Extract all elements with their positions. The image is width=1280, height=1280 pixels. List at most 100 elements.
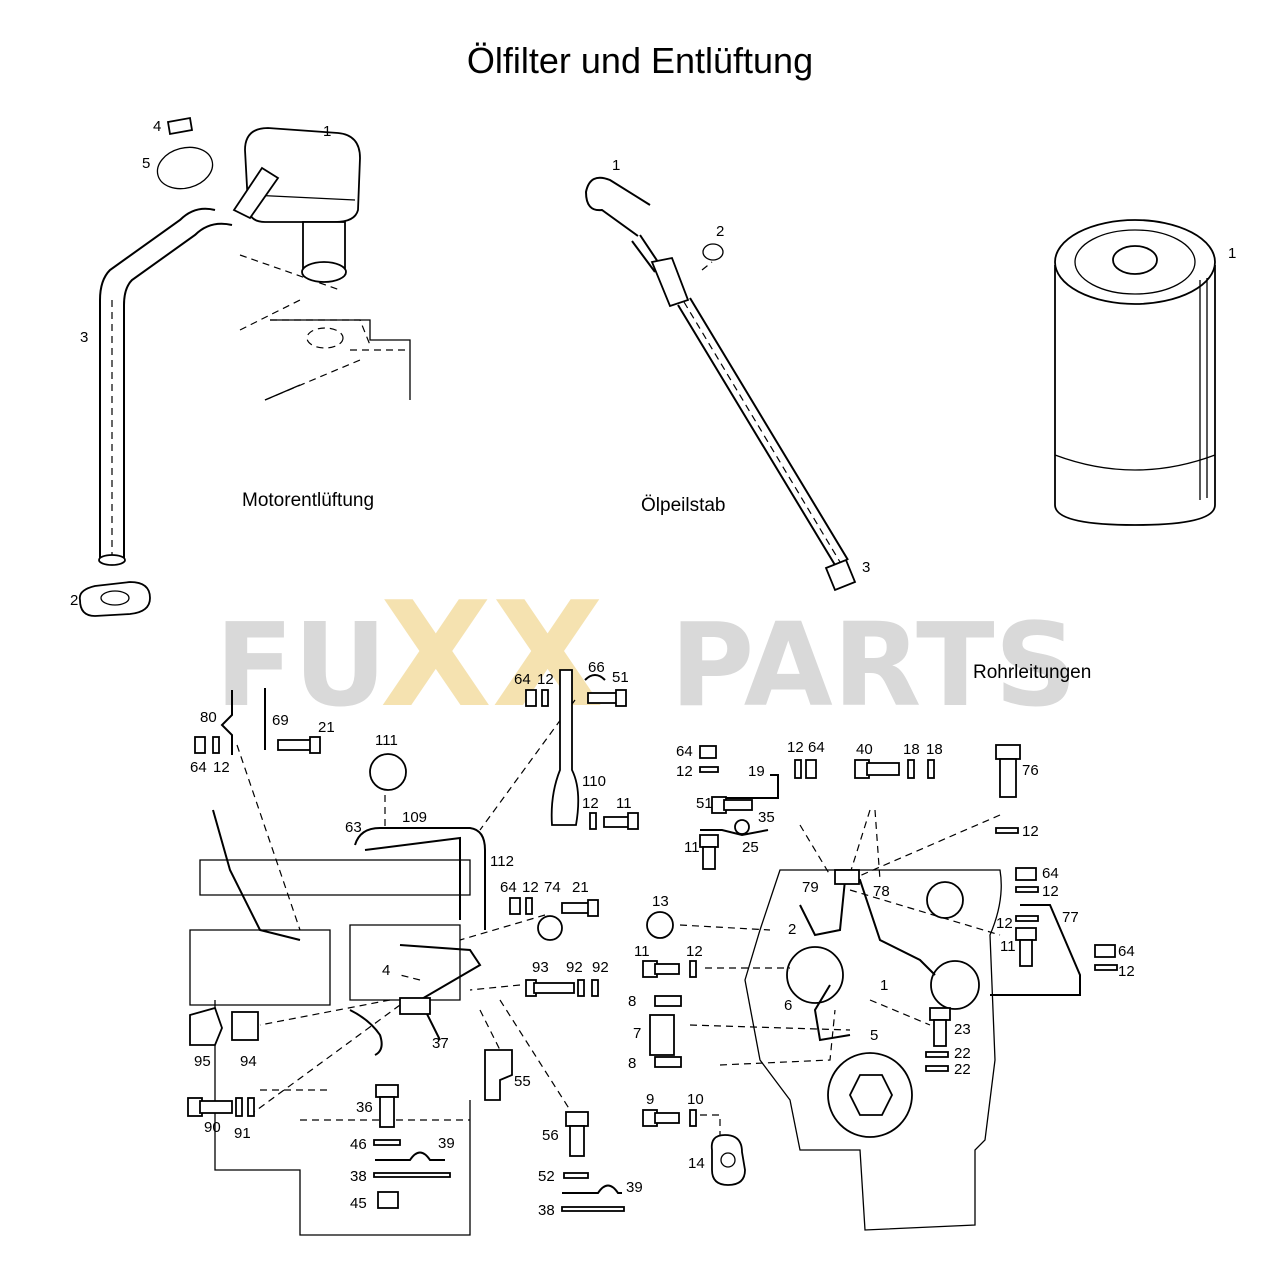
- part-13-ring: [646, 911, 674, 939]
- left-label-12d: 12: [522, 879, 539, 896]
- part-39-clip-b: [562, 1184, 622, 1194]
- hose-clamp: [156, 146, 214, 190]
- right-label-64b: 64: [808, 739, 825, 756]
- part-52-seal: [563, 1172, 589, 1179]
- part-39-clip: [375, 1151, 445, 1161]
- dipstick-tube: [677, 297, 849, 566]
- right-label-23: 23: [954, 1021, 971, 1038]
- front-cover-hex: [848, 1074, 894, 1116]
- part-11-bolt-r3: [654, 963, 680, 975]
- part-40-bolt: [866, 762, 900, 776]
- right-label-6: 6: [784, 997, 792, 1014]
- right-label-64c: 64: [1042, 865, 1059, 882]
- part-11-head-r2: [1015, 927, 1037, 941]
- pipe-19: [712, 774, 779, 799]
- part-12-washer-c: [589, 812, 597, 830]
- right-label-78: 78: [873, 883, 890, 900]
- right-label-18b: 18: [926, 741, 943, 758]
- left-label-111: 111: [375, 732, 398, 749]
- part-92-washer-a: [577, 979, 585, 997]
- filter-label-1: 1: [1228, 245, 1236, 262]
- breather-pipe-inner: [123, 222, 233, 560]
- left-label-4: 4: [382, 962, 390, 979]
- pipe-6: [813, 984, 851, 1042]
- part-64-nut-r2: [805, 759, 817, 779]
- right-label-64d: 64: [1118, 943, 1135, 960]
- left-label-55: 55: [514, 1073, 531, 1090]
- part-12-washer-r2: [794, 759, 802, 779]
- part-21-head-b: [587, 899, 599, 917]
- dipstick-label-1: 1: [612, 157, 620, 174]
- part-64-nut: [194, 736, 206, 754]
- part-74-ring: [537, 915, 563, 941]
- engine-port: [306, 327, 344, 349]
- motor-label-3: 3: [80, 329, 88, 346]
- left-label-95: 95: [194, 1053, 211, 1070]
- part-64-nut-r4: [1094, 944, 1116, 958]
- left-leader-lines: [236, 699, 576, 1116]
- right-label-10: 10: [687, 1091, 704, 1108]
- right-label-7: 7: [633, 1025, 641, 1042]
- left-label-63: 63: [345, 819, 362, 836]
- dipstick-oring: [702, 243, 724, 261]
- part-38-strip: [373, 1172, 451, 1178]
- right-label-12g: 12: [686, 943, 703, 960]
- part-12-washer-r6: [1094, 964, 1118, 971]
- right-label-18a: 18: [903, 741, 920, 758]
- part-11-head-r: [699, 834, 719, 848]
- section-label-rohrleitungen: Rohrleitungen: [973, 662, 1092, 683]
- section-label-oelpeilstab: Ölpeilstab: [641, 495, 726, 516]
- right-label-11b: 11: [1000, 938, 1016, 955]
- engine-front-cover: [744, 869, 1002, 1231]
- front-cover-cap: [926, 881, 964, 919]
- filter-body: [1054, 265, 1216, 526]
- left-label-39b: 39: [626, 1179, 643, 1196]
- dipstick-seal: [650, 256, 690, 308]
- breather-seam: [251, 194, 356, 201]
- part-8-sleeve-b: [654, 1056, 682, 1068]
- dipstick-group: 1 2 3: [584, 157, 870, 592]
- part-55-banjo: [484, 1049, 513, 1101]
- part-12-washer-r7: [689, 960, 697, 978]
- right-label-76: 76: [1022, 762, 1039, 779]
- left-label-45: 45: [350, 1195, 367, 1212]
- part-12-washer-d: [525, 897, 533, 915]
- right-label-1: 1: [880, 977, 888, 994]
- pipes-left-group: 80 69 21 64 12 111 64 12 66 51 110 12 11…: [187, 659, 643, 1236]
- breather-gasket: [78, 581, 151, 617]
- part-110-bracket: [550, 669, 580, 826]
- left-label-91: 91: [234, 1125, 251, 1142]
- left-label-21a: 21: [318, 719, 335, 736]
- part-51-head: [615, 689, 627, 707]
- right-label-12f: 12: [1118, 963, 1135, 980]
- right-label-11a: 11: [684, 839, 700, 856]
- part-12-washer-r3: [995, 827, 1019, 834]
- part-92-washer-b: [591, 979, 599, 997]
- right-label-64a: 64: [676, 743, 693, 760]
- dipstick-label-3: 3: [862, 559, 870, 576]
- part-12-washer-r1: [699, 766, 719, 773]
- part-23-bolt: [933, 1019, 947, 1047]
- part-11-head: [627, 812, 639, 830]
- left-label-52: 52: [538, 1168, 555, 1185]
- left-label-12c: 12: [582, 795, 599, 812]
- breather-nipple: [232, 166, 280, 220]
- part-93-bolt: [533, 982, 575, 994]
- part-45-block: [377, 1191, 399, 1209]
- right-label-22a: 22: [954, 1045, 971, 1062]
- right-label-8a: 8: [628, 993, 636, 1010]
- right-label-35: 35: [758, 809, 775, 826]
- part-51-bolt: [587, 692, 619, 704]
- left-label-36: 36: [356, 1099, 373, 1116]
- pipe-branch: [399, 944, 482, 1041]
- part-64-nut-r1: [699, 745, 717, 759]
- drain-pipe: [349, 1009, 383, 1056]
- part-21-bolt: [277, 739, 315, 751]
- right-label-12a: 12: [676, 763, 693, 780]
- watermark-parts: PARTS: [670, 599, 1077, 733]
- right-label-8b: 8: [628, 1055, 636, 1072]
- section-label-motorentlueftung: Motorentlüftung: [242, 490, 375, 511]
- right-label-51: 51: [696, 795, 713, 812]
- part-95-nut: [189, 1006, 223, 1046]
